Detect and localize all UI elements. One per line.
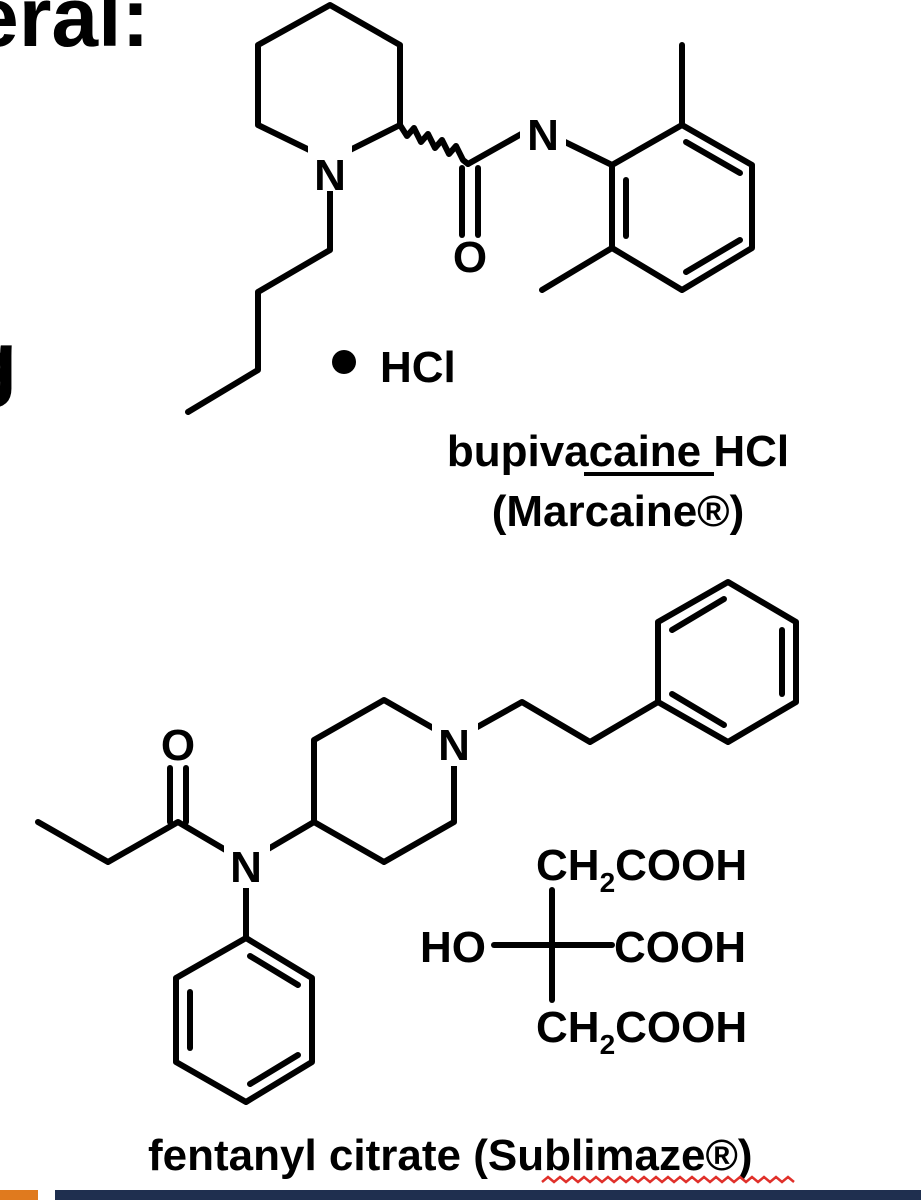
footer-accent xyxy=(0,1190,38,1200)
bupivacaine-n-amide-atom: N xyxy=(527,111,559,160)
citrate-structure: CH2COOH HO COOH CH2COOH xyxy=(420,841,747,1060)
bupivacaine-n-aryl-bond xyxy=(562,139,615,168)
bupivacaine-wavy-bond xyxy=(397,122,471,167)
bupivacaine-methyl-bottom xyxy=(539,245,615,293)
fentanyl-phenethyl-chain xyxy=(451,699,661,745)
fentanyl-o-atom: O xyxy=(161,721,195,770)
fentanyl-phenethyl-phenyl-ring xyxy=(655,579,799,745)
fentanyl-brand: Sublimaze® xyxy=(488,1131,738,1180)
bupivacaine-structure: N N O HCl xyxy=(185,2,755,415)
fentanyl-anilide-phenyl-ring xyxy=(173,935,315,1105)
bupivacaine-o-atom: O xyxy=(453,233,487,282)
slide-heading-fragment: eral: xyxy=(0,0,149,64)
footer-bar xyxy=(55,1190,921,1200)
fentanyl-propionyl-chain xyxy=(35,819,249,865)
fentanyl-structure: O N N xyxy=(35,579,799,1105)
bupivacaine-salt-label: HCl xyxy=(380,343,456,392)
fentanyl-caption: fentanyl citrate (Sublimaze®) xyxy=(148,1131,753,1180)
bupivacaine-piperidine-ring xyxy=(255,2,403,163)
citrate-ch2-bottom: CH2COOH xyxy=(536,1003,747,1060)
citrate-ch2-top: CH2COOH xyxy=(536,841,747,898)
slide-left-fragment: g xyxy=(0,314,17,408)
fentanyl-n-amide-atom: N xyxy=(230,843,262,892)
bupivacaine-n-ring-atom: N xyxy=(314,151,346,200)
bupivacaine-butyl-chain xyxy=(185,157,333,415)
bupivacaine-name-underlined: caine xyxy=(589,427,702,476)
fentanyl-n-ring-atom: N xyxy=(438,721,470,770)
bupivacaine-xylene-ring xyxy=(609,122,755,293)
salt-dot xyxy=(332,350,356,374)
citrate-cooh-mid: COOH xyxy=(614,923,746,972)
citrate-ho: HO xyxy=(420,923,486,972)
spellcheck-underline xyxy=(541,1175,795,1184)
bupivacaine-brand: (Marcaine®) xyxy=(492,487,744,536)
bupivacaine-name: bupivacaine HCl xyxy=(447,427,789,476)
